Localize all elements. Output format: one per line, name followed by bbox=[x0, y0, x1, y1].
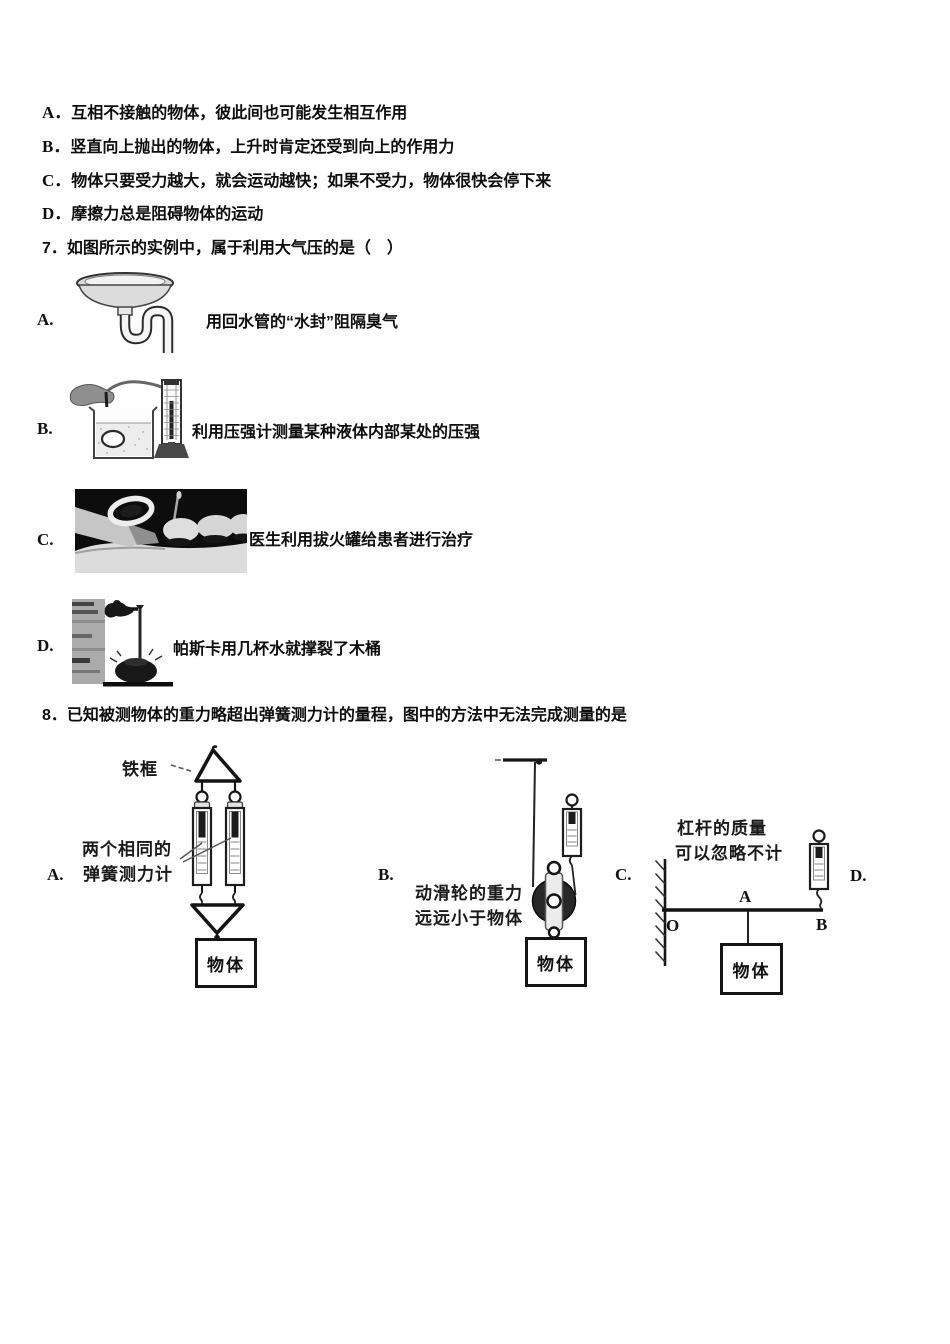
q8b-note-line1: 动滑轮的重力 bbox=[415, 884, 523, 903]
q8-option-b-label: B. bbox=[378, 865, 394, 884]
string-left bbox=[532, 761, 536, 888]
cupping-jar bbox=[229, 514, 247, 536]
cupping-therapy-photo bbox=[75, 489, 247, 573]
therapist-arm bbox=[75, 507, 151, 547]
q7-option-b-caption: 利用压强计测量某种液体内部某处的压强 bbox=[192, 424, 481, 441]
iron-frame-triangle bbox=[194, 748, 242, 783]
lower-triangle-hanger bbox=[190, 903, 245, 935]
cupping-jar bbox=[163, 518, 199, 542]
spring-scale-right bbox=[224, 790, 246, 905]
q7-option-a-caption: 用回水管的“水封”阻隔臭气 bbox=[206, 314, 399, 331]
q8-option-b-figure: B. 动滑轮的重力 远远小于物体 物体 bbox=[375, 745, 630, 1000]
q6-option-a-label: A． bbox=[42, 103, 72, 122]
q8a-frame-note: 铁框 bbox=[122, 760, 158, 779]
rubber-tube bbox=[103, 380, 170, 395]
splash-lines bbox=[109, 648, 163, 663]
pascal-barrel-experiment-figure bbox=[72, 599, 173, 687]
q8-option-c-label: C. bbox=[615, 865, 632, 884]
q6-option-d-text: 摩擦力总是阻碍物体的运动 bbox=[71, 206, 264, 223]
lever-drawing bbox=[654, 829, 830, 966]
liquid-column bbox=[169, 401, 174, 439]
pulley-axle bbox=[546, 893, 562, 909]
q8-option-a-label: A. bbox=[47, 865, 64, 884]
q6-option-b: B．竖直向上抛出的物体，上升时肯定还受到向上的作用力 bbox=[42, 137, 454, 158]
pulley-top-ring bbox=[546, 860, 562, 876]
q8c-note-line1: 杠杆的质量 bbox=[677, 819, 767, 838]
drain-neck bbox=[117, 306, 133, 316]
q6-option-c-label: C． bbox=[42, 171, 72, 190]
q7-option-d-row: D. 帕斯卡用几杯水就撑裂了木桶 bbox=[0, 595, 950, 695]
q6-option-d: D．摩擦力总是阻碍物体的运动 bbox=[42, 204, 263, 225]
q7-option-c-caption: 医生利用拔火罐给患者进行治疗 bbox=[249, 532, 474, 549]
string-right bbox=[571, 864, 577, 896]
cupping-jar bbox=[197, 515, 235, 539]
frame-leader-line bbox=[170, 764, 195, 773]
lever-pivot-o-label: O bbox=[666, 916, 680, 935]
q8a-scales-note-line2: 弹簧测力计 bbox=[83, 865, 173, 884]
spring-scale bbox=[808, 829, 830, 910]
patient-back bbox=[75, 543, 247, 573]
movable-pulley-drawing bbox=[495, 758, 583, 942]
q7-option-b-row: B. bbox=[0, 376, 950, 476]
manometer-in-beaker-figure bbox=[69, 379, 189, 459]
two-spring-scales-frame-drawing bbox=[170, 745, 246, 941]
q8-stem: 8．已知被测物体的重力略超出弹簧测力计的量程，图中的方法中无法完成测量的是 bbox=[42, 707, 627, 724]
sink-drain-water-seal-figure bbox=[76, 272, 174, 353]
lever-point-a-label: A bbox=[739, 887, 752, 906]
q7-stem: 7．如图所示的实例中，属于利用大气压的是（ ） bbox=[42, 240, 403, 257]
basin-bowl bbox=[77, 284, 173, 309]
therapist-hand bbox=[127, 523, 159, 545]
q7-option-d-caption: 帕斯卡用几杯水就撑裂了木桶 bbox=[173, 641, 382, 658]
pressure-probe bbox=[100, 429, 126, 449]
scale-leader-line bbox=[182, 837, 232, 863]
q7-option-b-label: B. bbox=[37, 419, 53, 438]
cupping-jar-ring bbox=[107, 495, 155, 527]
spring-scale bbox=[561, 793, 583, 866]
object-box: 物体 bbox=[195, 938, 257, 988]
q7-option-a-label: A. bbox=[37, 310, 54, 329]
ground-line bbox=[103, 682, 173, 687]
spring-scale-left bbox=[191, 790, 213, 905]
object-box: 物体 bbox=[720, 943, 783, 995]
stand-base bbox=[154, 444, 189, 458]
q6-option-b-text: 竖直向上抛出的物体，上升时肯定还受到向上的作用力 bbox=[70, 139, 455, 156]
hand bbox=[69, 384, 115, 406]
wall-hatching bbox=[654, 859, 666, 963]
q8-option-d-label: D. bbox=[850, 866, 867, 885]
q6-option-c-text: 物体只要受力越大，就会运动越快；如果不受力，物体很快会停下来 bbox=[71, 173, 552, 190]
q6-option-a: A．互相不接触的物体，彼此间也可能发生相互作用 bbox=[42, 103, 407, 124]
wooden-barrel bbox=[115, 659, 157, 683]
q8-option-c-figure: 杠杆的质量 可以忽略不计 C. A O B 物体 bbox=[613, 745, 873, 1000]
pascal-figure-silhouette bbox=[104, 602, 134, 618]
q7-option-a-row: A. 用回水管的“水封”阻隔臭气 bbox=[0, 270, 950, 372]
q8b-note-line2: 远远小于物体 bbox=[415, 909, 523, 928]
q7-option-c-row: C. 医生利用拔火罐给患者进行治疗 bbox=[0, 488, 950, 588]
q6-option-a-text: 互相不接触的物体，彼此间也可能发生相互作用 bbox=[71, 105, 408, 122]
pulley-bottom-hook bbox=[547, 926, 561, 939]
q6-option-b-label: B． bbox=[42, 137, 71, 156]
q8-option-a-figure: 铁框 两个相同的 弹簧测力计 A. 物体 bbox=[45, 745, 315, 1000]
flame-stick bbox=[172, 495, 180, 522]
q8c-note-line2: 可以忽略不计 bbox=[675, 844, 783, 863]
q6-option-d-label: D． bbox=[42, 204, 72, 223]
q8a-scales-note-line1: 两个相同的 bbox=[82, 840, 172, 859]
q7-option-c-label: C. bbox=[37, 530, 54, 549]
scale-leader-line bbox=[179, 842, 203, 860]
q6-option-c: C．物体只要受力越大，就会运动越快；如果不受力，物体很快会停下来 bbox=[42, 171, 551, 192]
object-box: 物体 bbox=[525, 937, 587, 987]
lever-point-b-label: B bbox=[816, 915, 828, 934]
q7-option-d-label: D. bbox=[37, 636, 54, 655]
